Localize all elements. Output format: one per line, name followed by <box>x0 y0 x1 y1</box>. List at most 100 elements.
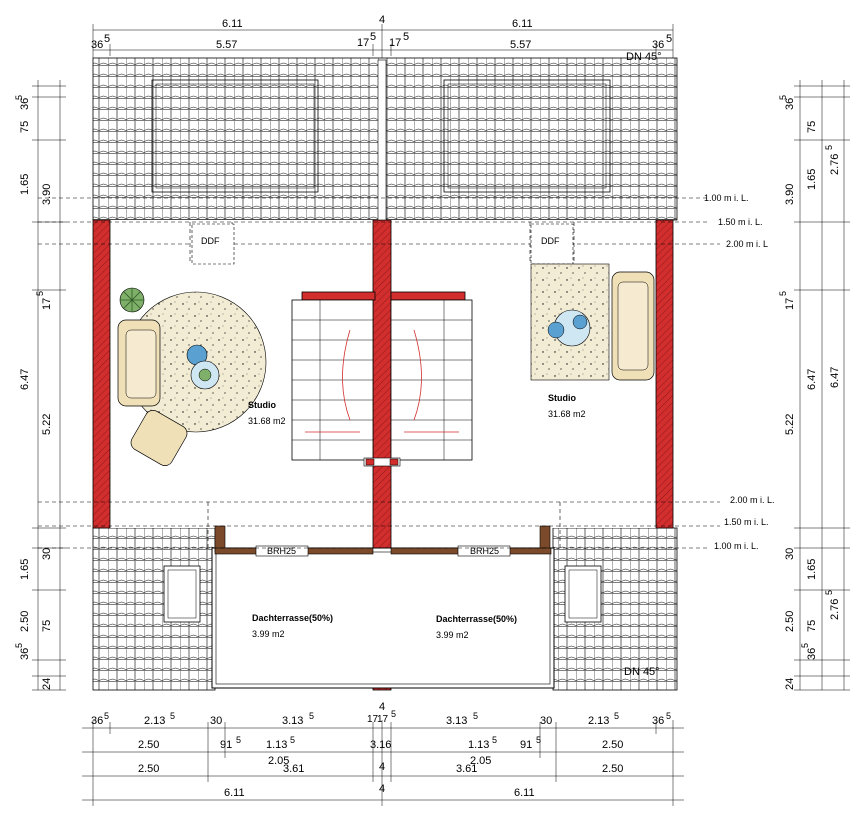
svg-text:3.16: 3.16 <box>370 739 391 751</box>
bottom-dimensions: 36 5 2.13 5 30 3.13 5 4 17 17 5 3.13 5 3… <box>82 701 684 806</box>
svg-text:5: 5 <box>473 711 478 721</box>
svg-text:31.68 m2: 31.68 m2 <box>248 416 286 426</box>
svg-text:36: 36 <box>91 715 103 727</box>
svg-text:6.47: 6.47 <box>829 367 841 388</box>
svg-text:1.65: 1.65 <box>19 559 31 580</box>
svg-text:24: 24 <box>41 678 53 690</box>
table-left <box>186 344 220 390</box>
svg-text:36: 36 <box>19 98 31 110</box>
svg-text:30: 30 <box>784 548 796 560</box>
svg-text:5: 5 <box>14 95 24 100</box>
height-lines <box>38 197 720 549</box>
right-dimensions: 36 5 75 1.65 17 5 5.22 30 1.65 75 36 5 2… <box>778 80 850 691</box>
svg-text:75: 75 <box>19 121 31 133</box>
svg-text:5: 5 <box>391 709 396 719</box>
skylight-label-left: DDF <box>201 236 220 246</box>
table-right <box>547 309 591 347</box>
svg-text:5: 5 <box>824 590 834 595</box>
svg-text:Dachterrasse(50%): Dachterrasse(50%) <box>436 614 517 624</box>
svg-text:1.65: 1.65 <box>806 559 818 580</box>
wall-right <box>655 219 674 529</box>
svg-text:17: 17 <box>367 714 379 725</box>
svg-text:5: 5 <box>800 643 810 648</box>
svg-text:5: 5 <box>14 643 24 648</box>
svg-text:5: 5 <box>824 145 834 150</box>
roof-pitch-bottom: DN 45° <box>624 666 660 678</box>
svg-text:17: 17 <box>377 714 389 725</box>
svg-text:5: 5 <box>403 31 409 43</box>
svg-text:6.11: 6.11 <box>512 18 533 30</box>
svg-text:5: 5 <box>309 711 314 721</box>
svg-text:3.99 m2: 3.99 m2 <box>436 630 469 640</box>
top-dimensions: 6.11 4 6.11 36 5 5.57 17 5 17 5 5.57 36 … <box>91 14 674 58</box>
svg-text:6.47: 6.47 <box>806 369 818 390</box>
svg-text:1.00 m i. L.: 1.00 m i. L. <box>704 193 749 203</box>
svg-text:2.76: 2.76 <box>829 599 841 620</box>
svg-text:3.61: 3.61 <box>283 763 304 775</box>
svg-text:36: 36 <box>806 648 818 660</box>
svg-text:5: 5 <box>170 711 175 721</box>
svg-text:4: 4 <box>379 783 385 795</box>
svg-text:2.00 m i. L.: 2.00 m i. L. <box>730 495 775 505</box>
svg-text:1.13: 1.13 <box>266 739 287 751</box>
svg-text:6.11: 6.11 <box>224 787 245 799</box>
roof-bottom-left <box>92 527 216 691</box>
svg-text:5: 5 <box>778 291 788 296</box>
svg-text:3.99 m2: 3.99 m2 <box>252 629 285 639</box>
svg-text:2.50: 2.50 <box>784 611 796 632</box>
plant-icon <box>119 287 145 313</box>
height-marks: 1.00 m i. L. 1.50 m i. L. 2.00 m i. L 2.… <box>704 193 775 551</box>
svg-text:2.13: 2.13 <box>588 715 609 727</box>
staircase-right <box>390 291 473 461</box>
svg-text:2.76: 2.76 <box>829 154 841 175</box>
svg-text:5: 5 <box>778 95 788 100</box>
room-terrace-left: Dachterrasse(50%) 3.99 m2 <box>252 613 333 639</box>
svg-text:5: 5 <box>492 735 497 745</box>
svg-text:3.90: 3.90 <box>784 184 796 205</box>
svg-text:2.50: 2.50 <box>138 763 159 775</box>
svg-text:17: 17 <box>357 37 369 49</box>
svg-text:5: 5 <box>614 711 619 721</box>
svg-text:5.22: 5.22 <box>41 414 53 435</box>
parapet-label-left: BRH25 <box>267 546 296 556</box>
svg-text:5: 5 <box>104 33 110 45</box>
svg-text:2.50: 2.50 <box>602 739 623 751</box>
svg-text:6.11: 6.11 <box>222 18 243 30</box>
svg-text:6.11: 6.11 <box>514 787 535 799</box>
svg-text:5.57: 5.57 <box>510 39 531 51</box>
wall-left <box>92 219 111 529</box>
svg-text:36: 36 <box>19 648 31 660</box>
svg-text:3.90: 3.90 <box>41 184 53 205</box>
svg-text:4: 4 <box>379 701 385 713</box>
svg-text:5: 5 <box>370 31 376 43</box>
skylight-right: DDF <box>530 223 574 265</box>
parapet-label-right: BRH25 <box>470 546 499 556</box>
svg-text:36: 36 <box>652 715 664 727</box>
svg-text:5: 5 <box>35 291 45 296</box>
svg-text:30: 30 <box>41 548 53 560</box>
svg-text:5: 5 <box>666 33 672 45</box>
svg-text:2.50: 2.50 <box>602 763 623 775</box>
svg-text:17: 17 <box>784 298 796 310</box>
svg-text:1.65: 1.65 <box>806 169 818 190</box>
skylight-label-right: DDF <box>541 236 560 246</box>
svg-text:Studio: Studio <box>248 400 276 410</box>
svg-text:2.50: 2.50 <box>19 611 31 632</box>
svg-text:36: 36 <box>91 39 103 51</box>
svg-text:30: 30 <box>210 715 222 727</box>
svg-text:5: 5 <box>290 735 295 745</box>
svg-text:3.13: 3.13 <box>282 715 303 727</box>
svg-text:2.50: 2.50 <box>138 739 159 751</box>
svg-text:Studio: Studio <box>548 393 576 403</box>
svg-text:1.65: 1.65 <box>19 174 31 195</box>
svg-text:5.22: 5.22 <box>784 414 796 435</box>
roof-window-right <box>443 79 611 193</box>
roof-window-left <box>151 79 319 193</box>
svg-text:2.13: 2.13 <box>144 715 165 727</box>
svg-text:5: 5 <box>666 711 671 721</box>
svg-text:4: 4 <box>379 761 385 773</box>
svg-text:1.00 m i. L.: 1.00 m i. L. <box>714 541 759 551</box>
svg-text:Dachterrasse(50%): Dachterrasse(50%) <box>252 613 333 623</box>
svg-text:3.61: 3.61 <box>456 763 477 775</box>
